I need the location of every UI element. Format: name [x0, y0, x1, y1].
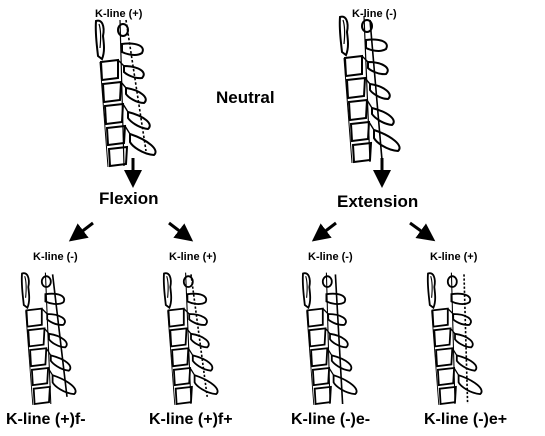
bottom-spine-1	[22, 273, 76, 405]
bottom-kline-label-3: K-line (-)	[308, 252, 353, 263]
bottom-kline-label-4: K-line (+)	[430, 252, 477, 263]
category-label-1: K-line (+)f-	[6, 412, 86, 428]
flexion-label: Flexion	[99, 190, 159, 207]
bottom-spine-3	[303, 273, 357, 405]
arrow-extension-left	[319, 223, 336, 236]
category-label-4: K-line (-)e+	[424, 412, 507, 428]
bottom-kline-label-1: K-line (-)	[33, 252, 78, 263]
top-right-spine	[340, 16, 400, 163]
neutral-label: Neutral	[216, 89, 275, 106]
extension-label: Extension	[337, 193, 418, 210]
top-right-kline-label: K-line (-)	[352, 9, 397, 20]
category-label-2: K-line (+)f+	[149, 412, 233, 428]
bottom-spine-4	[428, 273, 482, 405]
bottom-spine-2	[164, 273, 218, 405]
arrow-flexion-left	[76, 223, 93, 236]
bottom-kline-label-2: K-line (+)	[169, 252, 216, 263]
arrow-flexion-right	[169, 223, 186, 236]
top-left-spine	[96, 20, 156, 167]
arrow-extension-right	[410, 223, 428, 236]
top-left-kline-label: K-line (+)	[95, 9, 142, 20]
category-label-3: K-line (-)e-	[291, 412, 370, 428]
